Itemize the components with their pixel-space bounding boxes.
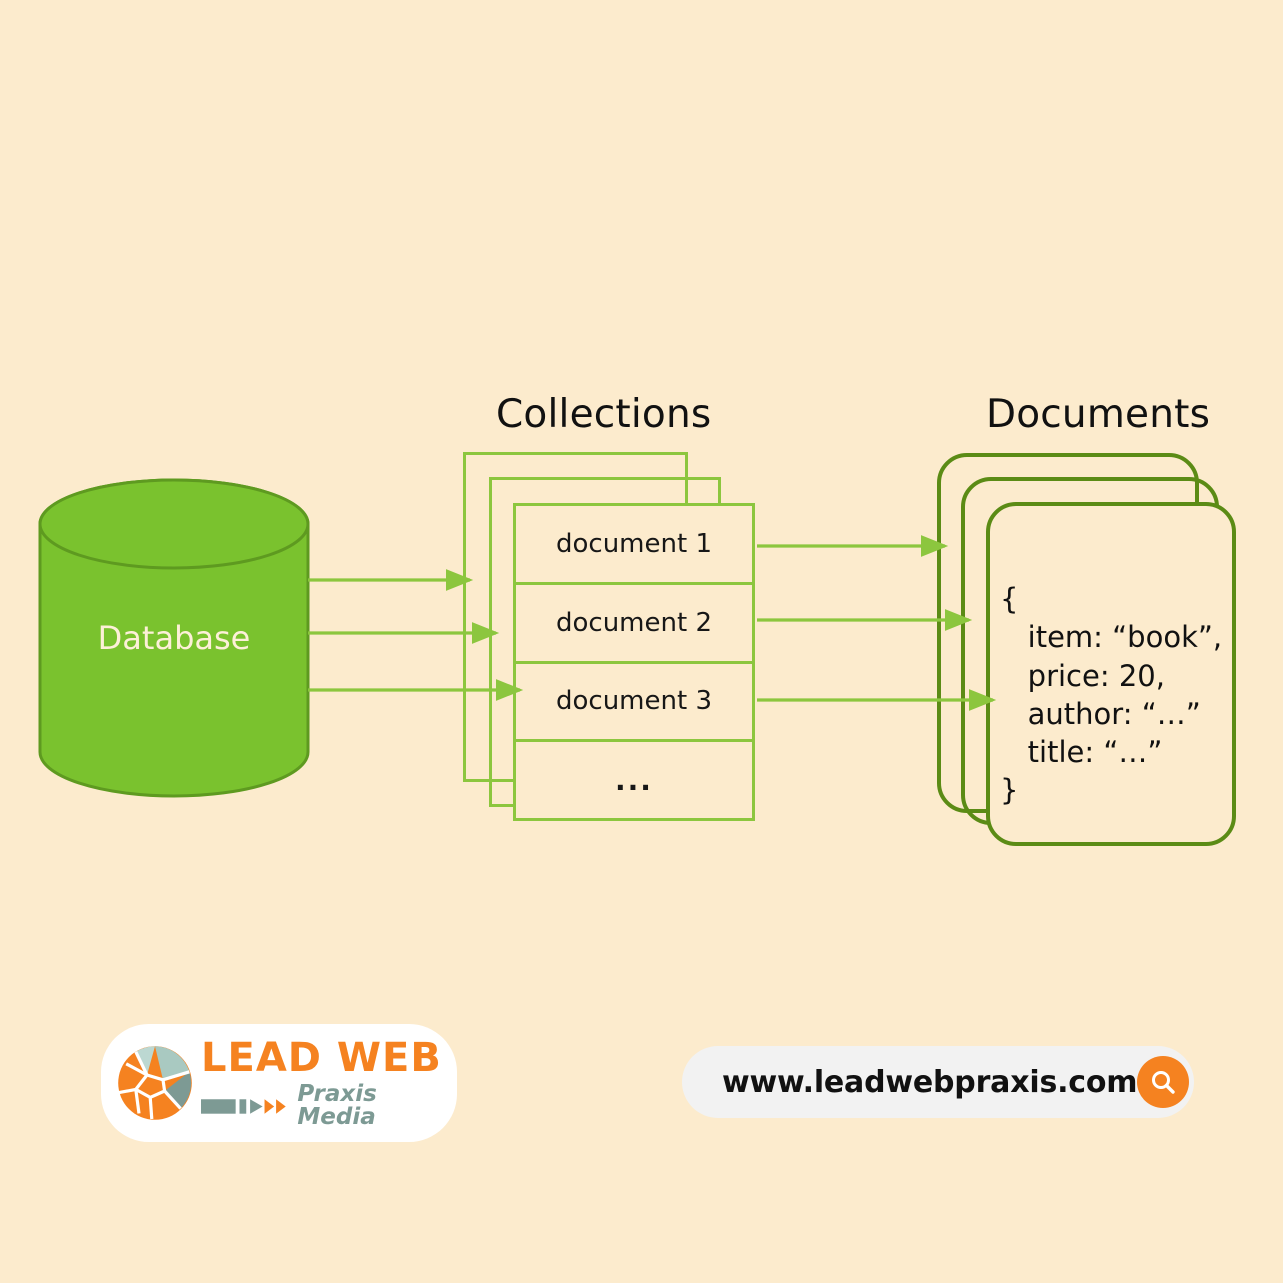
play-bars-icon [201, 1098, 286, 1114]
collection-row-ellipsis[interactable]: ... [615, 763, 653, 797]
documents-heading: Documents [986, 392, 1211, 437]
database-cylinder-icon [38, 478, 310, 798]
collection-row-document-2[interactable]: document 2 [516, 585, 752, 664]
logo-sub-row: Praxis Media [201, 1080, 457, 1130]
collection-card-front[interactable]: document 1 document 2 document 3 ... [513, 503, 755, 821]
magnifier-glyph [1152, 1071, 1176, 1094]
collection-row-document-1[interactable]: document 1 [516, 506, 752, 585]
logo-primary-text: LEAD WEB [201, 1034, 442, 1081]
website-url-text: www.leadwebpraxis.com [722, 1064, 1138, 1100]
search-icon[interactable] [1137, 1056, 1190, 1108]
brand-logo-pill[interactable]: LEAD WEB Praxis Media [101, 1024, 457, 1142]
website-url-pill[interactable]: www.leadwebpraxis.com [682, 1046, 1194, 1118]
collections-heading: Collections [496, 392, 712, 437]
document-card-front[interactable] [986, 502, 1236, 846]
logo-secondary-text: Praxis Media [297, 1080, 377, 1130]
globe-icon [118, 1046, 192, 1120]
logo-wordmark: LEAD WEB Praxis Media [201, 1038, 457, 1129]
document-json-body: { item: “book”, price: 20, author: “…” t… [1000, 582, 1223, 808]
collection-row-document-3[interactable]: document 3 [516, 664, 752, 743]
